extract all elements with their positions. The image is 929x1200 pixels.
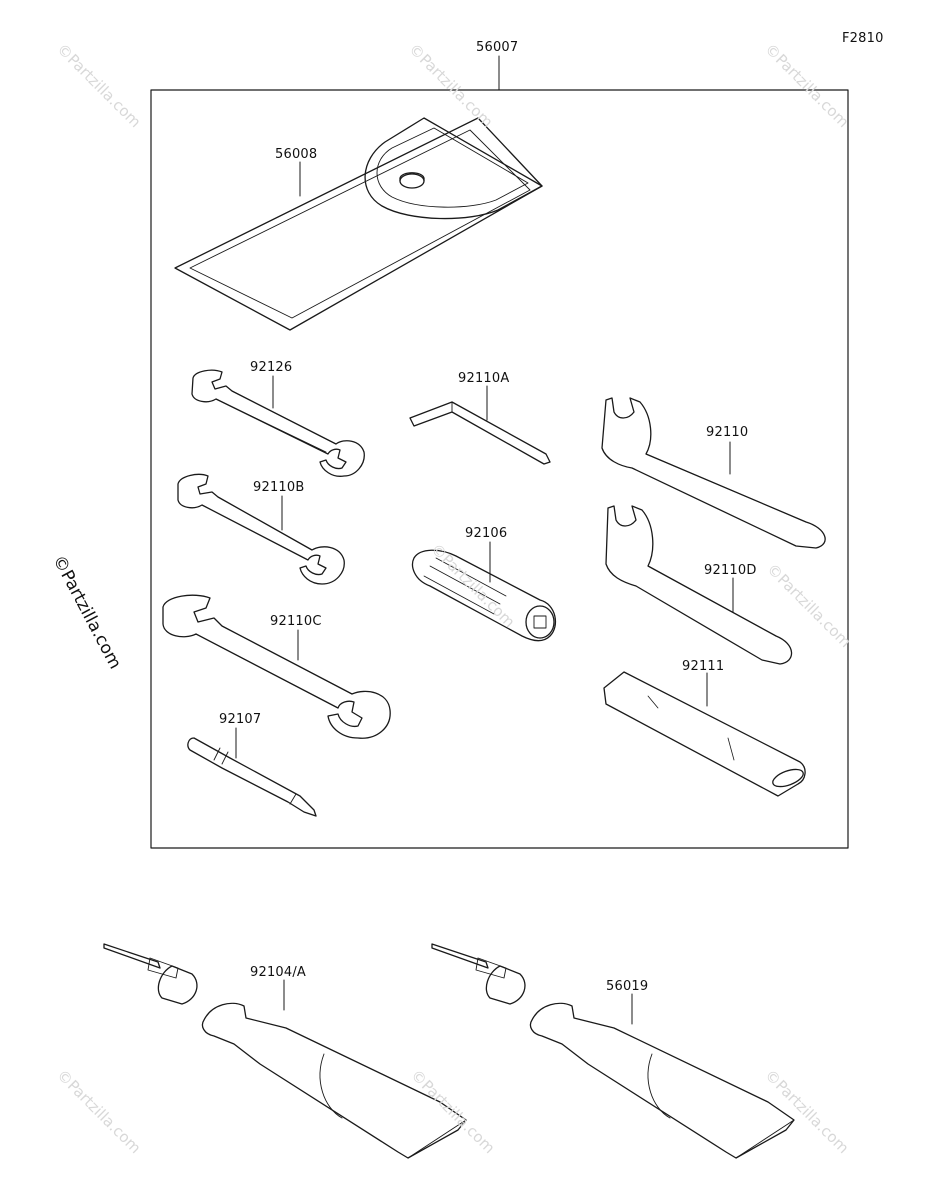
hex-key-92110A — [409, 401, 551, 465]
hook-wrench-92110D — [605, 505, 793, 665]
tool-case-56008 — [174, 117, 543, 331]
part-label-92104A[interactable]: 92104/A — [250, 965, 307, 980]
part-label-56008[interactable]: 56008 — [275, 147, 318, 162]
part-label-92110C[interactable]: 92110C — [270, 614, 322, 629]
figure-code: F2810 — [842, 31, 884, 46]
part-label-56007[interactable]: 56007 — [476, 40, 519, 55]
handle-92106 — [411, 549, 557, 642]
part-label-92107[interactable]: 92107 — [219, 712, 262, 727]
wrench-92110B — [177, 473, 345, 585]
part-label-92110[interactable]: 92110 — [706, 425, 749, 440]
part-label-92126[interactable]: 92126 — [250, 360, 293, 375]
wrench-92110C — [162, 594, 391, 739]
hook-wrench-92110 — [601, 397, 826, 549]
kit-frame — [150, 89, 849, 849]
part-label-92110D[interactable]: 92110D — [704, 563, 757, 578]
part-label-56019[interactable]: 56019 — [606, 979, 649, 994]
leader-lines — [235, 55, 734, 1025]
part-label-92106[interactable]: 92106 — [465, 526, 508, 541]
part-label-92111[interactable]: 92111 — [682, 659, 725, 674]
tube-92104A — [103, 943, 467, 1159]
part-label-92110A[interactable]: 92110A — [458, 371, 510, 386]
screwdriver-92107 — [187, 737, 317, 817]
extension-92111 — [603, 671, 806, 797]
wrench-92126 — [191, 369, 365, 477]
part-label-92110B[interactable]: 92110B — [253, 480, 305, 495]
tube-56019 — [431, 943, 795, 1159]
